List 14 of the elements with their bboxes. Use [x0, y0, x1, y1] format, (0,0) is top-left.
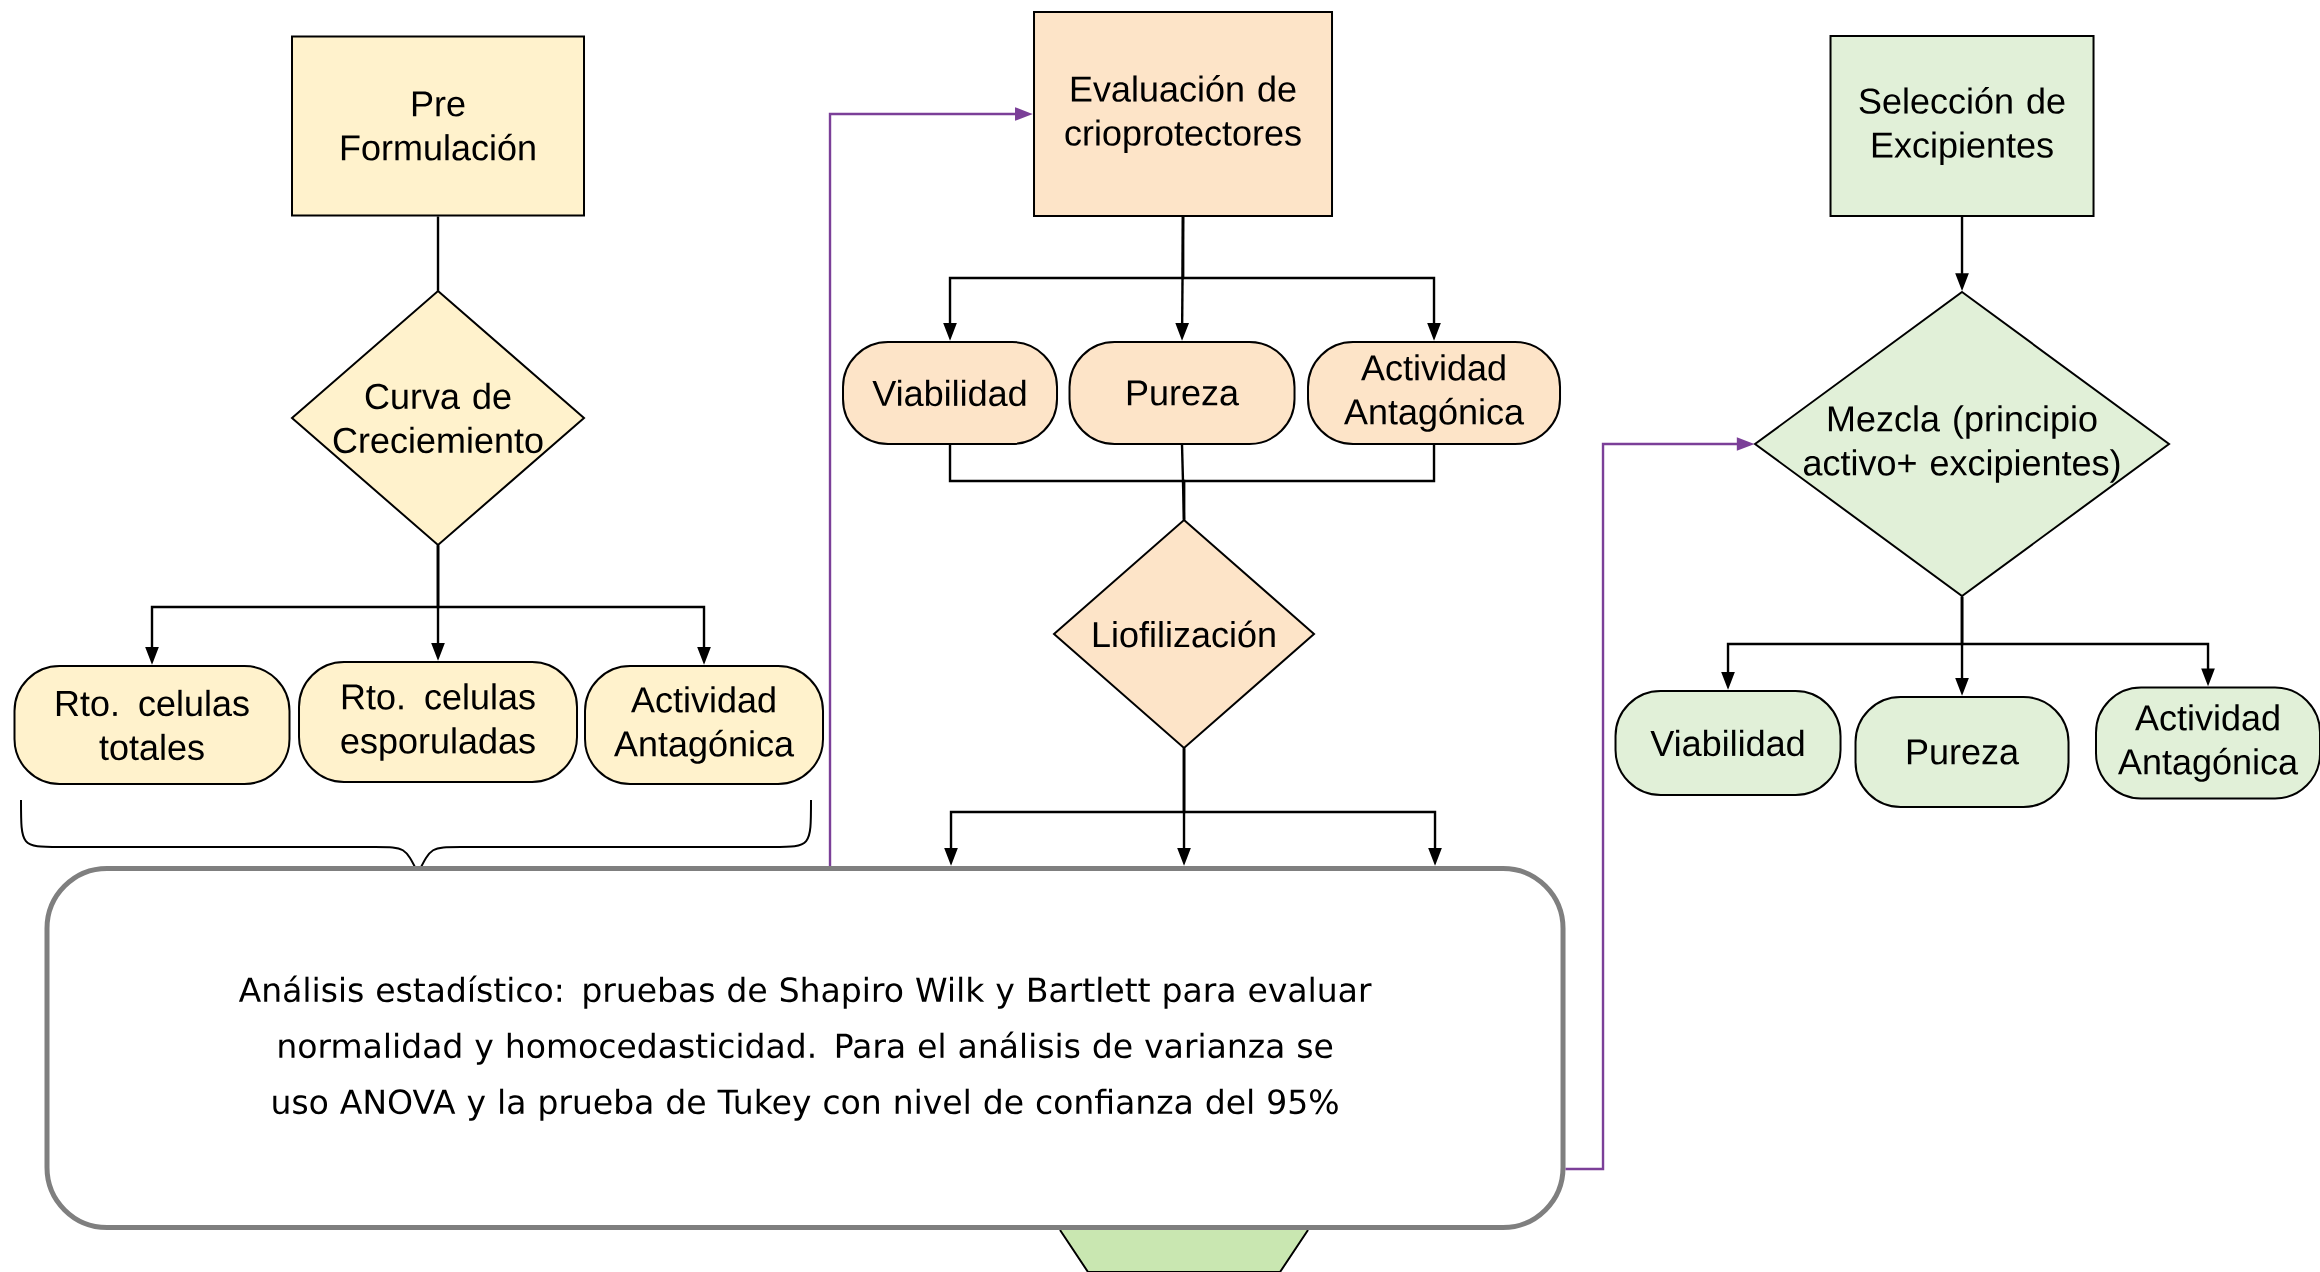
rounded-box: Pureza: [1068, 341, 1296, 445]
rounded-box: Rto. celulas esporuladas: [298, 661, 578, 783]
note-box: Análisis estadístico: pruebas de Shapiro Wilk y Bartlett para evaluar normalidad y homocedasticidad. Para el análisis de varianza se uso ANOVA y la prueba de Tukey con nivel de confianza del 95%: [44, 866, 1566, 1230]
rounded-box: Viabilidad: [842, 341, 1058, 445]
rounded-box: Actividad Antagónica: [584, 665, 824, 785]
rounded-box: Viabilidad: [1614, 690, 1842, 796]
rounded-box: Actividad Antagónica: [2095, 686, 2320, 800]
process-box: Evaluación de crioprotectores: [1033, 11, 1333, 217]
rounded-box: Rto. celulas totales: [13, 665, 291, 785]
process-box: Selección de Excipientes: [1829, 35, 2095, 217]
rounded-box: Actividad Antagónica: [1307, 341, 1561, 445]
decision-diamond: [1059, 1229, 1309, 1272]
process-box: Pre Formulación: [291, 35, 585, 217]
rounded-box: Pureza: [1854, 696, 2070, 808]
